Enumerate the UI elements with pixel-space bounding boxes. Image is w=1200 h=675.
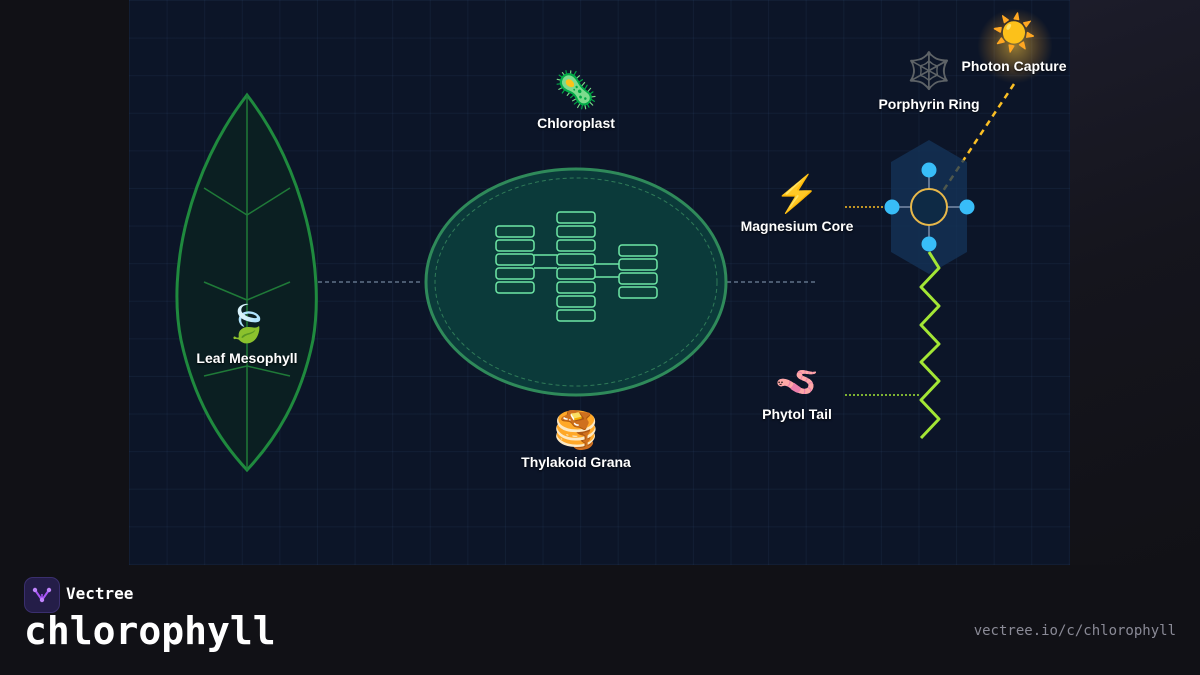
leaf-shape xyxy=(175,92,318,473)
chloroplast-label: Chloroplast xyxy=(537,115,615,131)
lightning-icon: ⚡ xyxy=(774,173,820,214)
leaf-icon: 🍃 xyxy=(224,303,270,344)
magnesium-core xyxy=(892,170,967,244)
brand-name: Vectree xyxy=(66,584,134,603)
magnesium-core-label: Magnesium Core xyxy=(740,218,854,234)
porphyrin-icon: 🕸️ xyxy=(906,50,952,91)
thylakoid-stacks xyxy=(495,211,658,322)
ring-node-bottom xyxy=(921,236,937,252)
phytol-chain xyxy=(919,251,941,440)
photon-capture-label: Photon Capture xyxy=(961,58,1067,74)
diagram-canvas: 🍃 Leaf Mesophyll 🦠 Chloroplast 🥞 Thylako… xyxy=(129,0,1070,565)
thylakoid-grana-label: Thylakoid Grana xyxy=(521,454,631,470)
ring-node-left xyxy=(884,199,900,215)
porphyrin-ring-label: Porphyrin Ring xyxy=(878,96,980,112)
ring-node-right xyxy=(959,199,975,215)
ring-node-top xyxy=(921,162,937,178)
phytol-tail-label: Phytol Tail xyxy=(762,406,832,422)
thylakoid-icon: 🥞 xyxy=(553,409,599,450)
chloroplast-icon: 🦠 xyxy=(553,69,599,110)
leaf-mesophyll-label: Leaf Mesophyll xyxy=(196,350,298,366)
worm-icon: 🪱 xyxy=(774,361,820,402)
background-gradient xyxy=(1070,0,1200,565)
vectree-logo-icon xyxy=(24,577,60,613)
page-title: chlorophyll xyxy=(24,609,276,653)
diagram-svg xyxy=(175,83,1016,473)
footer: Vectree chlorophyll vectree.io/c/chlorop… xyxy=(0,565,1200,675)
page-url[interactable]: vectree.io/c/chlorophyll xyxy=(973,623,1176,639)
sun-icon: ☀️ xyxy=(991,12,1037,53)
sun-glow xyxy=(977,8,1053,84)
